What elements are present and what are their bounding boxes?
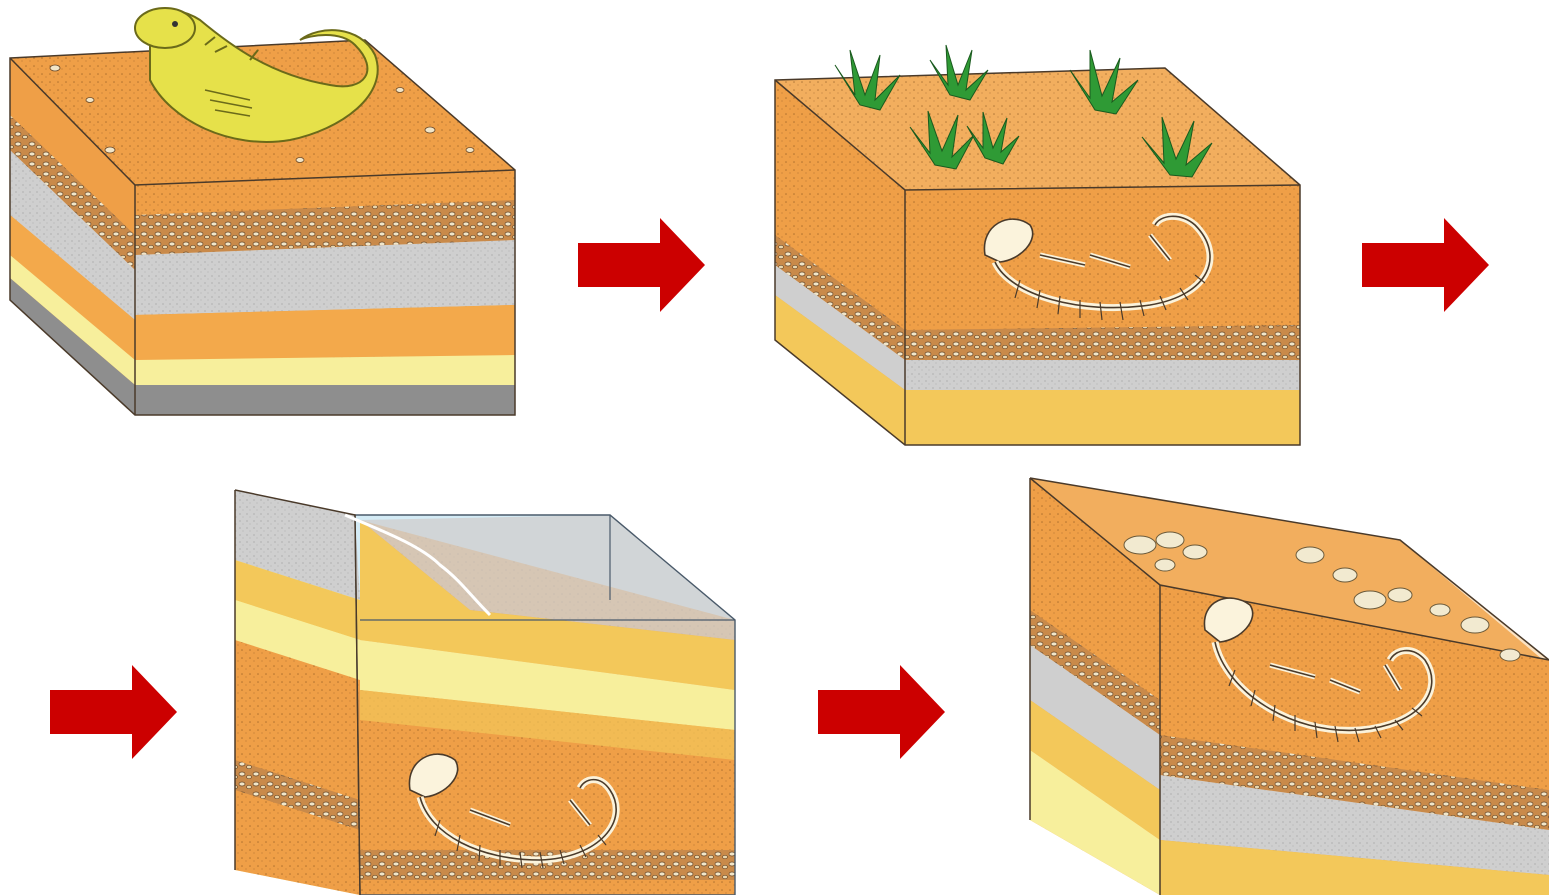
stage-burial-block bbox=[775, 68, 1300, 445]
stage-exposure-block bbox=[1030, 478, 1549, 895]
stage-submergence-block bbox=[235, 490, 735, 895]
arrow-right-icon bbox=[50, 665, 177, 759]
arrow-right-icon bbox=[1362, 218, 1489, 312]
arrow-right-icon bbox=[578, 218, 705, 312]
arrow-right-icon bbox=[818, 665, 945, 759]
